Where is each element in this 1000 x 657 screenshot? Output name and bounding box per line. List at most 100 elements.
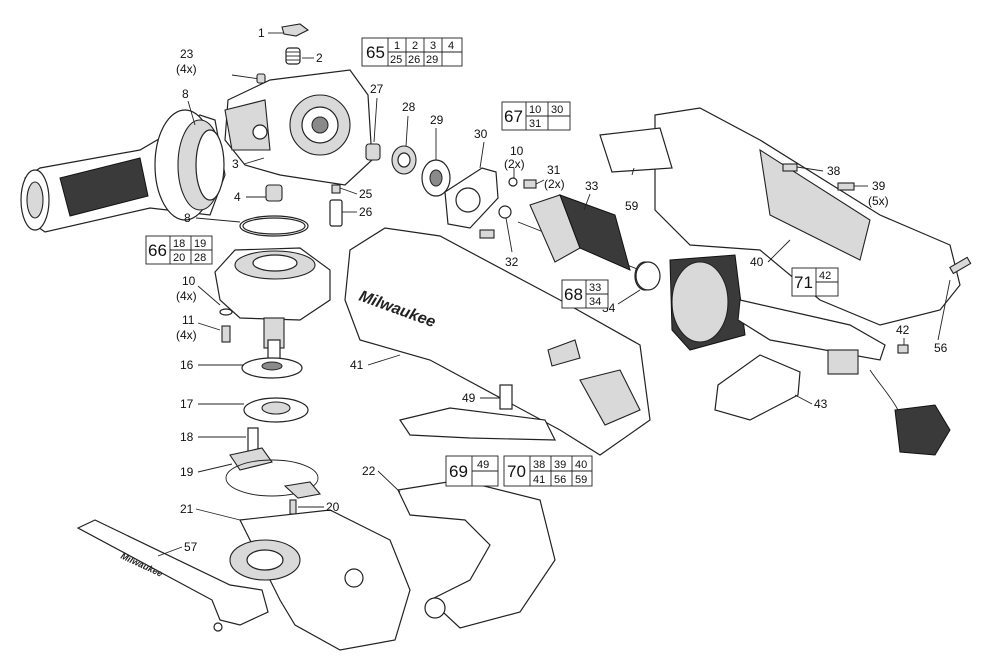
handle-housing bbox=[599, 107, 961, 326]
label-40: 40 bbox=[750, 255, 764, 269]
label-23: 23 bbox=[180, 47, 194, 61]
label-21: 21 bbox=[180, 502, 194, 516]
kit-68-number: 68 bbox=[564, 285, 583, 304]
pin-25-26 bbox=[329, 184, 343, 227]
label-10-left: 10 bbox=[182, 274, 196, 288]
label-18: 18 bbox=[180, 430, 194, 444]
label-31-qty: (2x) bbox=[544, 177, 565, 191]
label-59: 59 bbox=[625, 199, 639, 213]
label-20: 20 bbox=[326, 500, 340, 514]
paddle-switch bbox=[399, 384, 556, 441]
pinion-bearing bbox=[365, 143, 451, 197]
flanges bbox=[241, 357, 309, 423]
kit-65-item: 25 bbox=[390, 54, 402, 66]
kit-70-item: 39 bbox=[554, 459, 566, 471]
label-19: 19 bbox=[180, 465, 194, 479]
kit-65-item: 26 bbox=[408, 54, 420, 66]
kit-66-number: 66 bbox=[148, 241, 167, 260]
kit-65-item: 4 bbox=[448, 40, 454, 52]
guard-clamp bbox=[225, 427, 322, 515]
label-22: 22 bbox=[362, 464, 376, 478]
label-26: 26 bbox=[359, 205, 373, 219]
label-10-right-qty: (2x) bbox=[504, 157, 525, 171]
label-57: 57 bbox=[184, 540, 198, 554]
label-23-qty: (4x) bbox=[176, 62, 197, 76]
label-10-right: 10 bbox=[510, 144, 524, 158]
kit-70-item: 38 bbox=[533, 459, 545, 471]
label-30: 30 bbox=[474, 127, 488, 141]
kit-70-item: 59 bbox=[575, 474, 587, 486]
side-handle bbox=[20, 109, 226, 233]
kit-65-item: 1 bbox=[394, 40, 400, 52]
label-33: 33 bbox=[585, 179, 599, 193]
kit-71-item: 42 bbox=[819, 270, 831, 282]
label-8-handle: 8 bbox=[182, 87, 189, 101]
kit-67-number: 67 bbox=[504, 107, 523, 126]
kit-67-item: 31 bbox=[529, 118, 541, 130]
label-10-left-qty: (4x) bbox=[176, 289, 197, 303]
label-1: 1 bbox=[258, 26, 265, 40]
label-25: 25 bbox=[359, 187, 373, 201]
label-42: 42 bbox=[896, 323, 910, 337]
kit-65-item: 2 bbox=[412, 40, 418, 52]
screws-10-31-32 bbox=[479, 177, 537, 239]
label-29: 29 bbox=[430, 113, 444, 127]
label-32: 32 bbox=[505, 255, 519, 269]
electronics-board bbox=[737, 299, 886, 375]
label-2: 2 bbox=[316, 51, 323, 65]
kit-box-65: 65 1 2 3 4 25 26 29 bbox=[361, 37, 463, 67]
kit-box-71: 71 42 bbox=[791, 267, 839, 297]
kit-66-item: 28 bbox=[194, 252, 206, 264]
wheel-guard-21 bbox=[229, 509, 411, 651]
kit-69-number: 69 bbox=[449, 462, 468, 481]
leader-lines bbox=[157, 32, 951, 557]
kit-70-item: 41 bbox=[533, 474, 545, 486]
kit-71-number: 71 bbox=[794, 273, 813, 292]
label-8-oring: 8 bbox=[184, 211, 191, 225]
motor-housing: Milwaukee bbox=[344, 227, 651, 456]
kit-67-item: 10 bbox=[529, 104, 541, 116]
label-16: 16 bbox=[180, 358, 194, 372]
screws-10-11 bbox=[219, 308, 233, 343]
kit-66-item: 20 bbox=[173, 252, 185, 264]
stator bbox=[635, 254, 746, 351]
kit-67-item: 30 bbox=[551, 104, 563, 116]
spanner-wrench: Milwaukee bbox=[76, 519, 269, 632]
label-17: 17 bbox=[180, 397, 194, 411]
kit-66-item: 19 bbox=[194, 238, 206, 250]
kit-box-68: 68 33 34 bbox=[561, 279, 609, 309]
gear-case bbox=[224, 69, 373, 186]
label-39-qty: (5x) bbox=[868, 194, 889, 208]
label-43: 43 bbox=[814, 397, 828, 411]
baffle-plate bbox=[444, 167, 499, 229]
label-39: 39 bbox=[872, 179, 886, 193]
label-56: 56 bbox=[934, 341, 948, 355]
bearing-oring bbox=[239, 184, 309, 237]
kit-65-item: 3 bbox=[430, 40, 436, 52]
label-11-qty: (4x) bbox=[176, 328, 197, 342]
kit-66-item: 18 bbox=[173, 238, 185, 250]
kit-70-item: 56 bbox=[554, 474, 566, 486]
spindle-housing bbox=[214, 247, 331, 361]
label-31: 31 bbox=[547, 163, 561, 177]
screw-23 bbox=[231, 73, 266, 84]
kit-box-66: 66 18 19 20 28 bbox=[145, 235, 213, 265]
kit-box-70: 70 38 39 40 41 56 59 bbox=[503, 455, 593, 487]
wheel-guard-22 bbox=[397, 479, 556, 629]
battery-terminal bbox=[869, 369, 951, 456]
label-11: 11 bbox=[182, 313, 195, 327]
label-3: 3 bbox=[232, 157, 239, 171]
label-4: 4 bbox=[234, 190, 241, 204]
kit-65-number: 65 bbox=[366, 43, 385, 62]
kit-70-item: 40 bbox=[575, 459, 587, 471]
kit-70-number: 70 bbox=[507, 462, 526, 481]
screws-38-39-42 bbox=[782, 163, 972, 354]
kit-box-67: 67 10 30 31 bbox=[501, 101, 571, 131]
rear-cover bbox=[714, 354, 801, 421]
label-38: 38 bbox=[827, 164, 841, 178]
kit-68-item: 33 bbox=[589, 282, 601, 294]
kit-69-item: 49 bbox=[477, 459, 489, 471]
part-labels: 1 2 3 4 8 8 10 (4x) 11 (4x) 16 17 18 19 … bbox=[176, 26, 948, 554]
kit-box-69: 69 49 bbox=[445, 455, 499, 487]
